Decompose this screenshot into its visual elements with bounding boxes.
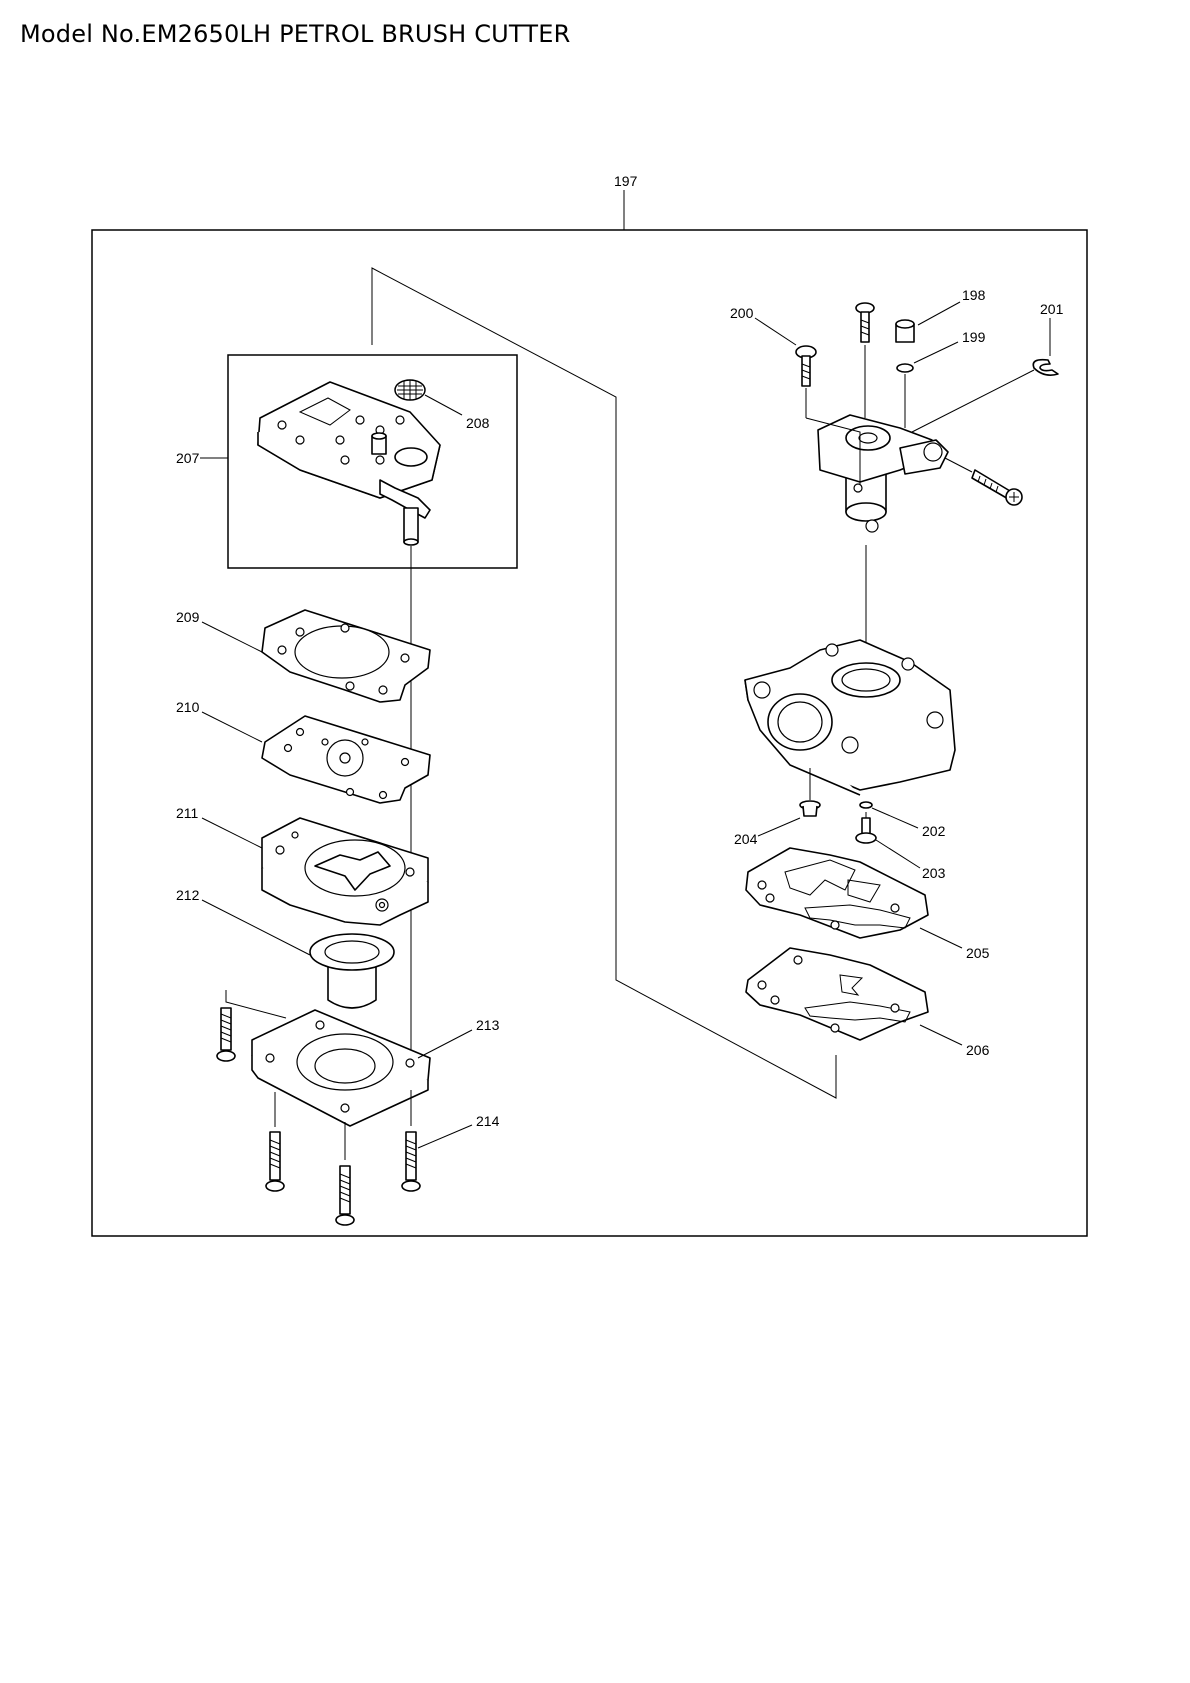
label-198: 198 (962, 287, 986, 303)
filter-screen-208 (394, 379, 463, 416)
label-211: 211 (176, 805, 199, 821)
assembly-frame (91, 229, 1088, 1237)
screw-top-left (216, 1007, 236, 1062)
pump-body-211 (261, 817, 429, 926)
label-207: 207 (176, 450, 200, 466)
diaphragm-210 (261, 715, 431, 804)
ring-202 (859, 801, 873, 809)
screw-214 (401, 1131, 421, 1192)
label-201: 201 (1040, 301, 1064, 317)
gasket-209 (261, 609, 431, 703)
label-209: 209 (176, 609, 200, 625)
e-clip-201 (1032, 358, 1059, 376)
cap-198 (895, 319, 915, 343)
page-title: Model No.EM2650LH PETROL BRUSH CUTTER (20, 20, 571, 48)
assembly-bracket (371, 267, 837, 1099)
label-210: 210 (176, 699, 200, 715)
diaphragm-206 (745, 947, 929, 1041)
screw-200 (795, 345, 817, 387)
label-208: 208 (466, 415, 490, 431)
label-203: 203 (922, 865, 946, 881)
throttle-lever-assembly (817, 414, 949, 533)
subassembly-207-frame (227, 354, 518, 569)
carburetor-body (744, 639, 956, 796)
check-valve-212 (309, 933, 395, 1009)
label-197: 197 (614, 173, 638, 189)
label-214: 214 (476, 1113, 500, 1129)
washer-199 (896, 363, 914, 373)
pump-cover-207 (257, 381, 441, 546)
screw-bottom-middle (335, 1165, 355, 1226)
label-204: 204 (734, 831, 758, 847)
label-213: 213 (476, 1017, 500, 1033)
label-202: 202 (922, 823, 946, 839)
label-206: 206 (966, 1042, 990, 1058)
gasket-205 (745, 847, 929, 939)
cover-plate-213 (251, 1009, 431, 1127)
needle-seat-204 (799, 800, 821, 817)
label-200: 200 (730, 305, 754, 321)
screw-bottom-left (265, 1131, 285, 1192)
needle-203 (855, 812, 877, 844)
label-199: 199 (962, 329, 986, 345)
label-205: 205 (966, 945, 990, 961)
label-212: 212 (176, 887, 200, 903)
screw-top (855, 302, 875, 343)
side-screw (971, 469, 1023, 506)
